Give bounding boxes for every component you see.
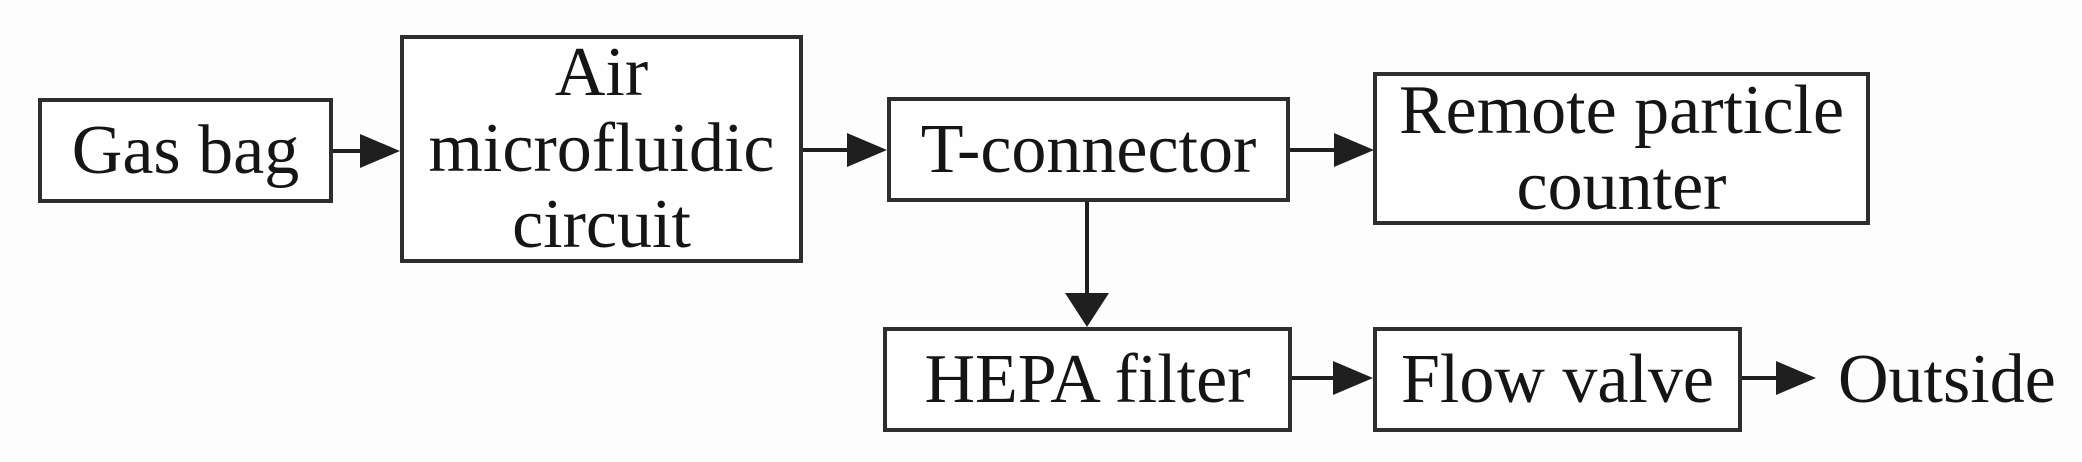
arrowhead-down-icon [1065, 293, 1109, 327]
arrowhead-right-icon [1333, 361, 1373, 395]
arrowhead-right-icon [1334, 133, 1374, 167]
node-hepa-filter: HEPA filter [883, 327, 1292, 432]
node-outside-label: Outside [1838, 340, 2056, 418]
arrow-air-circuit-to-t-connector-shaft [803, 148, 851, 152]
node-air-microfluidic-circuit-label: Air microfluidic circuit [428, 34, 775, 263]
arrow-t-connector-to-hepa-filter-shaft [1085, 202, 1089, 297]
arrowhead-right-icon [847, 133, 887, 167]
arrowhead-right-icon [1776, 361, 1816, 395]
node-t-connector-label: T-connector [920, 110, 1257, 188]
arrow-t-connector-to-remote-counter-shaft [1290, 148, 1338, 152]
arrow-flow-valve-to-outside-shaft [1742, 376, 1781, 380]
node-outside: Outside [1838, 327, 2056, 432]
arrow-hepa-filter-to-flow-valve-shaft [1292, 376, 1337, 380]
node-t-connector: T-connector [887, 97, 1290, 202]
node-gas-bag: Gas bag [38, 98, 333, 203]
node-gas-bag-label: Gas bag [71, 111, 300, 189]
arrow-gas-bag-to-air-circuit-shaft [333, 149, 365, 153]
node-remote-particle-counter-label: Remote particle counter [1398, 71, 1845, 225]
node-hepa-filter-label: HEPA filter [924, 340, 1251, 418]
node-air-microfluidic-circuit: Air microfluidic circuit [400, 35, 803, 263]
node-flow-valve: Flow valve [1373, 327, 1742, 432]
node-remote-particle-counter: Remote particle counter [1373, 72, 1870, 225]
node-flow-valve-label: Flow valve [1400, 340, 1715, 418]
arrowhead-right-icon [360, 134, 400, 168]
